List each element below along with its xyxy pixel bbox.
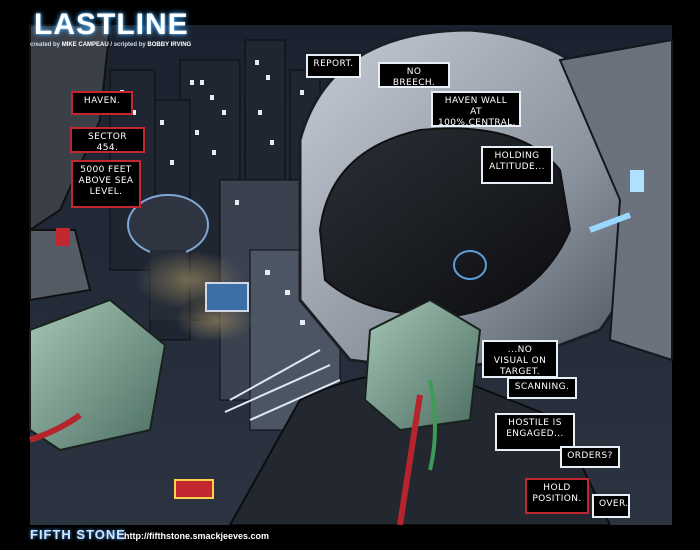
speech-over: OVER. — [592, 494, 630, 518]
comic-logo: LASTLINE — [34, 8, 189, 41]
speech-orders: ORDERS? — [560, 446, 620, 468]
creator-name: MIKE CAMPEAU — [61, 42, 109, 48]
speech-no-visual: ...NO VISUAL ON TARGET. — [482, 340, 558, 378]
screen-billboard — [205, 282, 249, 312]
footer-bar — [0, 525, 700, 550]
speech-scanning: SCANNING. — [507, 377, 577, 399]
laser-beams — [224, 349, 341, 421]
caption-sector: SECTOR 454. — [70, 127, 145, 153]
created-by-prefix: created by — [30, 42, 61, 48]
right-control-hand — [363, 298, 482, 432]
speech-holding-altitude: HOLDING ALTITUDE... — [481, 146, 553, 184]
left-control-hand — [29, 298, 167, 452]
credits-separator: / — [110, 42, 113, 48]
writer-name: BOBBY IRVING — [147, 42, 192, 48]
caption-location: HAVEN. — [71, 91, 133, 115]
site-url-link[interactable]: http://fifthstone.smackjeeves.com — [124, 531, 270, 541]
speech-no-breech: NO BREECH. — [378, 62, 450, 88]
speech-report: REPORT. — [306, 54, 361, 78]
speech-haven-wall: HAVEN WALL AT 100%,CENTRAL. — [431, 91, 521, 128]
red-cable — [397, 394, 423, 526]
right-armor — [558, 38, 673, 362]
scripted-by-prefix: scripted by — [113, 42, 146, 48]
warning-decal — [174, 479, 214, 499]
credits-line: created by MIKE CAMPEAU / scripted by BO… — [30, 42, 191, 48]
caption-altitude: 5000 FEET ABOVE SEA LEVEL. — [71, 160, 141, 208]
speech-hold-position: HOLD POSITION. — [525, 478, 589, 514]
speech-hostile-engaged: HOSTILE IS ENGAGED... — [495, 413, 575, 451]
publisher-logo: FIFTH STONE — [30, 527, 126, 542]
